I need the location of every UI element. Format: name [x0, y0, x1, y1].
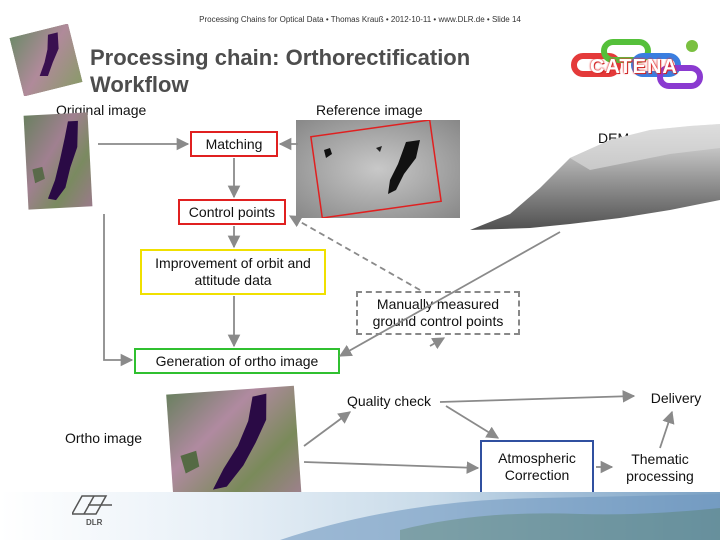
dlr-logo-text: DLR	[86, 518, 103, 527]
manual-gcp-box: Manually measured ground control points	[356, 291, 520, 335]
slide-header: Processing Chains for Optical Data • Tho…	[199, 15, 521, 24]
arrow-quality-to-delivery	[439, 390, 636, 403]
label-reference-image: Reference image	[316, 102, 423, 118]
label-ortho-image: Ortho image	[65, 430, 143, 446]
reference-image-icon	[296, 120, 460, 218]
catena-logo-icon	[571, 39, 703, 89]
arrow-manual-to-control	[288, 215, 421, 291]
footer-earth-icon	[280, 494, 720, 540]
thematic-processing-label: Thematic processing	[626, 451, 694, 484]
satellite-image-icon	[9, 24, 83, 96]
generation-box: Generation of ortho image	[134, 348, 340, 374]
catena-logo-text: CATENA	[590, 56, 678, 78]
dem-image-icon	[470, 124, 720, 230]
dlr-logo-icon	[72, 495, 112, 515]
matching-box: Matching	[190, 131, 278, 157]
quality-check-label: Quality check	[346, 393, 432, 409]
arrow-ortho-to-atmospheric	[303, 461, 480, 474]
arrow-original-to-generation	[103, 214, 134, 367]
control-points-box: Control points	[178, 199, 286, 225]
original-image-icon	[23, 112, 93, 210]
arrow-quality-to-atmospheric	[445, 405, 500, 439]
improvement-box: Improvement of orbit and attitude data	[140, 249, 326, 295]
delivery-label: Delivery	[650, 390, 702, 406]
arrow-dem-to-generation	[338, 231, 561, 357]
arrow-thematic-to-delivery	[659, 410, 675, 449]
arrow-generation-to-manual	[429, 337, 446, 350]
ortho-image-icon	[166, 385, 302, 507]
arrow-ortho-to-quality	[303, 411, 352, 447]
slide-title: Processing chain: Orthorectification Wor…	[90, 45, 471, 97]
atmospheric-correction-box: Atmospheric Correction	[480, 440, 594, 494]
